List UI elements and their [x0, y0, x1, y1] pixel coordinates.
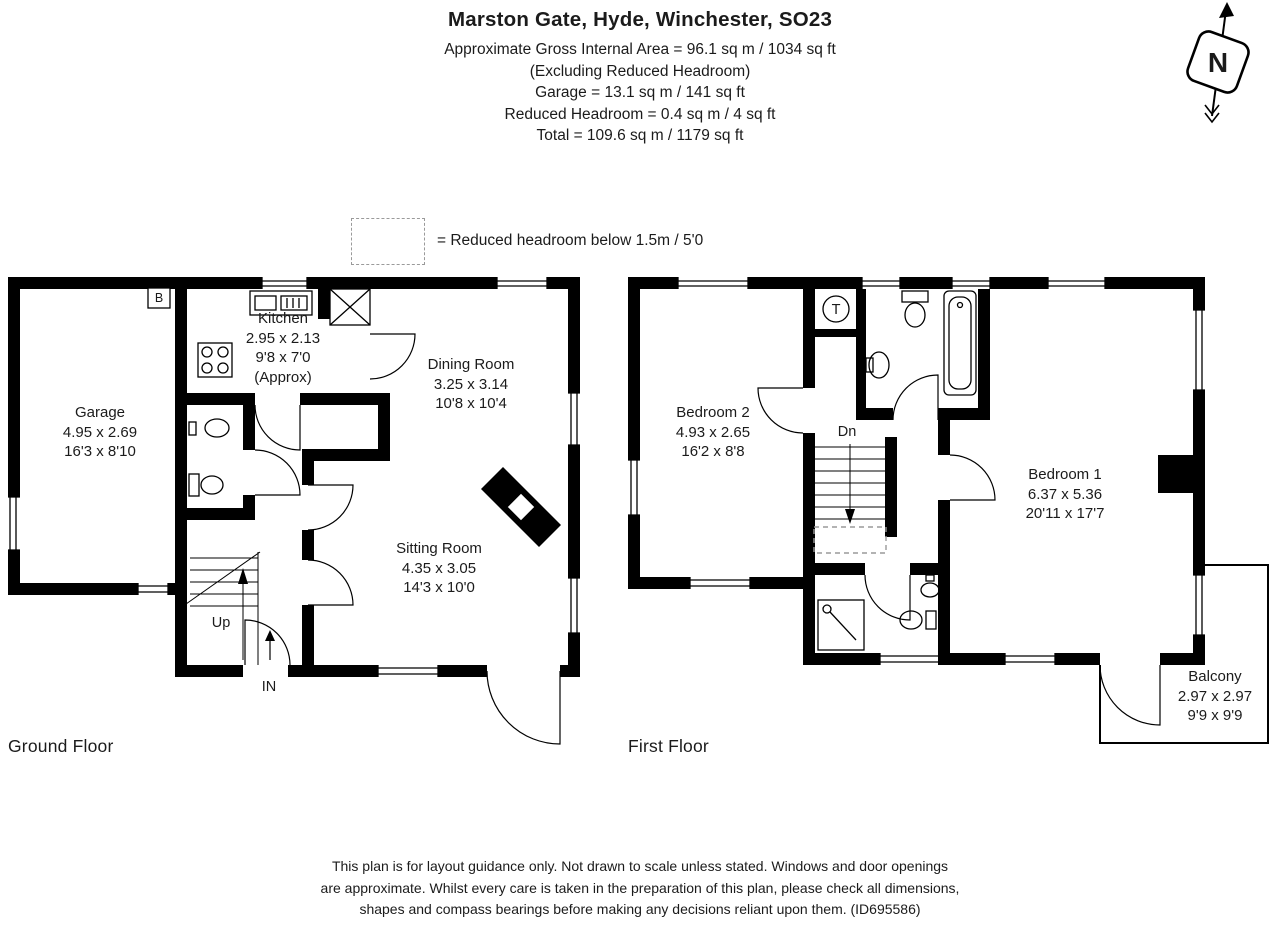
ground-floor-title: Ground Floor: [8, 736, 114, 756]
total-area-line: Total = 109.6 sq m / 1179 sq ft: [536, 127, 744, 144]
fireplace-icon: [481, 467, 561, 547]
reduced-headroom-swatch: [351, 218, 425, 265]
chimney-breast: [1158, 455, 1193, 493]
wc-basin-icon: [188, 418, 230, 438]
ground-floor-doors: [244, 333, 561, 745]
water-tank-icon: [822, 295, 850, 323]
room-dims-imperial: 9'9 x 9'9: [1187, 707, 1243, 724]
compass-icon: N: [1186, 2, 1250, 124]
room-name: Balcony: [1188, 668, 1242, 685]
bathtub-icon: [943, 290, 977, 396]
room-dims-metric: 2.97 x 2.97: [1177, 687, 1253, 705]
room-dims-imperial: 10'8 x 10'4: [435, 395, 507, 412]
room-dims-imperial: 9'8 x 7'0: [255, 349, 311, 366]
entrance-label: IN: [261, 679, 277, 695]
disclaimer-line: shapes and compass bearings before makin…: [359, 901, 921, 917]
disclaimer-line: are approximate. Whilst every care is ta…: [320, 879, 960, 896]
room-label-bedroom-2: Bedroom 2 4.93 x 2.65 16'2 x 8'8: [676, 403, 750, 462]
kitchen-sink-icon: [249, 290, 313, 316]
disclaimer-line: This plan is for layout guidance only. N…: [331, 858, 949, 874]
ground-floor-fixtures: [147, 287, 561, 547]
ground-floor-windows: [8, 277, 580, 677]
room-label-kitchen: Kitchen 2.95 x 2.13 9'8 x 7'0 (Approx): [246, 309, 320, 387]
room-name: Kitchen: [257, 310, 309, 327]
area-line: Approximate Gross Internal Area = 96.1 s…: [444, 41, 836, 58]
room-dims-imperial: 20'11 x 17'7: [1025, 505, 1105, 522]
room-label-bedroom-1: Bedroom 1 6.37 x 5.36 20'11 x 17'7: [1026, 465, 1105, 524]
ensuite-toilet-icon: [899, 610, 937, 630]
room-name: Bedroom 2: [676, 404, 750, 421]
compass-north-label: N: [1208, 47, 1228, 78]
room-name: Bedroom 1: [1028, 466, 1102, 483]
room-name: Dining Room: [427, 356, 515, 373]
first-floor-title: First Floor: [628, 736, 709, 756]
room-dims-imperial: 16'2 x 8'8: [681, 443, 745, 460]
room-dims-metric: 2.95 x 2.13: [245, 329, 321, 347]
room-dims-metric: 3.25 x 3.14: [433, 375, 509, 393]
flue-box-icon: [329, 288, 371, 326]
room-name: Sitting Room: [396, 540, 482, 557]
bathroom-basin-icon: [865, 351, 890, 379]
stairs-down-label: Dn: [837, 424, 857, 440]
stove-icon: [197, 342, 233, 378]
plan-title: Marston Gate, Hyde, Winchester, SO23: [447, 8, 833, 31]
entrance-arrow-icon: [265, 630, 275, 660]
room-dims-metric: 4.35 x 3.05: [401, 559, 477, 577]
garage-area-line: Garage = 13.1 sq m / 141 sq ft: [535, 84, 745, 101]
first-floor-fixtures: [817, 290, 977, 651]
reduced-headroom-area: [813, 526, 887, 554]
room-label-dining-room: Dining Room 3.25 x 3.14 10'8 x 10'4: [428, 355, 515, 414]
plan-header: Marston Gate, Hyde, Winchester, SO23 App…: [0, 8, 1280, 147]
reduced-headroom-line: Reduced Headroom = 0.4 sq m / 4 sq ft: [504, 105, 776, 123]
first-floor-walls: [628, 277, 1205, 665]
room-name: Garage: [74, 404, 126, 421]
boiler-label: B: [155, 291, 163, 305]
ground-floor-walls: [8, 277, 580, 677]
balcony-outline: [1099, 564, 1269, 744]
stairs-up-label: Up: [211, 615, 231, 631]
room-dims-imperial: 14'3 x 10'0: [403, 579, 475, 596]
room-dims-imperial: 16'3 x 8'10: [64, 443, 136, 460]
room-note: (Approx): [254, 368, 312, 386]
room-label-sitting-room: Sitting Room 4.35 x 3.05 14'3 x 10'0: [396, 539, 482, 598]
legend-text: = Reduced headroom below 1.5m / 5'0: [437, 232, 704, 249]
boiler-box-icon: [147, 287, 171, 309]
room-dims-metric: 4.93 x 2.65: [675, 423, 751, 441]
ground-floor-stairs: [185, 551, 261, 665]
ensuite-basin-icon: [920, 574, 940, 598]
shower-icon: [817, 599, 865, 651]
bathroom-toilet-icon: [901, 290, 929, 328]
first-floor-windows: [628, 277, 1205, 665]
room-label-balcony: Balcony 2.97 x 2.97 9'9 x 9'9: [1178, 667, 1252, 726]
room-dims-metric: 6.37 x 5.36: [1027, 485, 1103, 503]
room-dims-metric: 4.95 x 2.69: [62, 423, 138, 441]
disclaimer: This plan is for layout guidance only. N…: [0, 856, 1280, 921]
first-floor-stairs: [815, 444, 885, 524]
room-label-garage: Garage 4.95 x 2.69 16'3 x 8'10: [63, 403, 137, 462]
first-floor-doors: [757, 374, 1161, 726]
wc-toilet-icon: [188, 473, 224, 497]
tank-label: T: [832, 302, 841, 318]
excluding-line: (Excluding Reduced Headroom): [529, 62, 751, 80]
